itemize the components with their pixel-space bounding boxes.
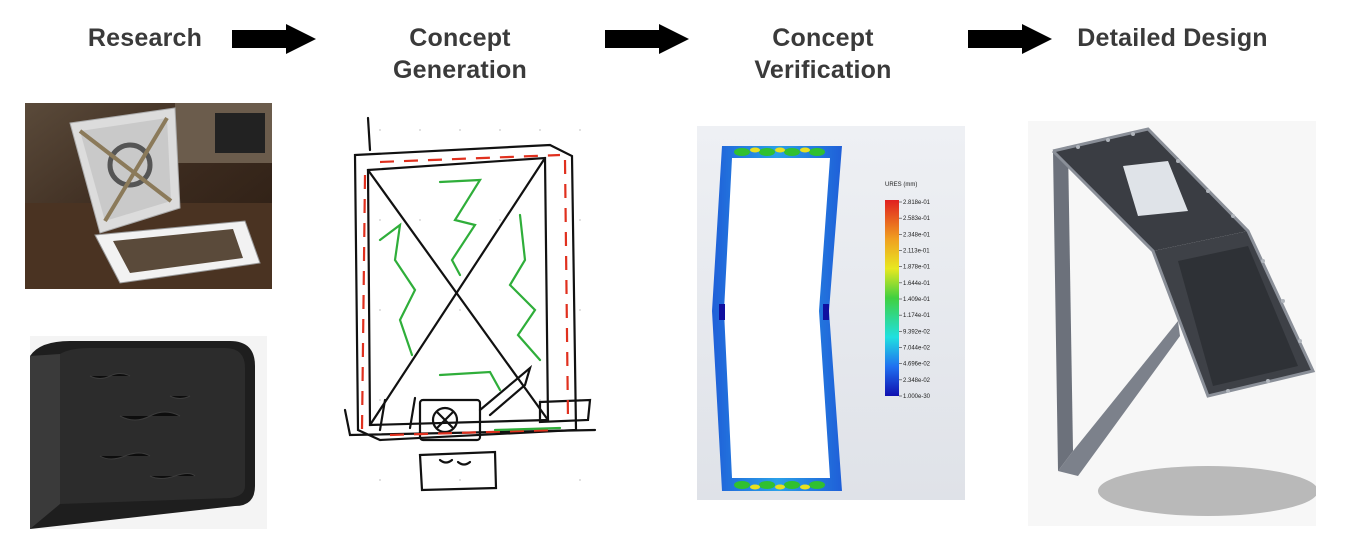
cad-model (1028, 121, 1316, 526)
fea-result: URES (mm) 2.818e-01 2.583e-01 2.348e-01 2.1… (697, 126, 965, 500)
fea-legend-label: 2.348e-02 (903, 378, 931, 384)
fea-legend-label: 1.878e-01 (903, 265, 931, 271)
research-photo-seal (30, 336, 267, 529)
step-title-concept-verification: Concept Verification (723, 22, 923, 86)
step-title-detailed-design: Detailed Design (1060, 22, 1285, 54)
fea-legend-label: 2.583e-01 (903, 216, 931, 222)
fea-legend-label: 1.409e-01 (903, 297, 931, 303)
step-title-line2: Generation (393, 56, 527, 84)
concept-sketch (340, 110, 610, 500)
fea-legend-label: 1.000e-30 (903, 394, 931, 400)
right-arrow-icon (232, 24, 316, 54)
fea-legend-label: 1.174e-01 (903, 313, 931, 319)
fea-legend-title: URES (mm) (885, 182, 917, 188)
right-arrow-icon (968, 24, 1052, 54)
step-title-research: Research (55, 22, 235, 54)
step-title-concept-generation: Concept Generation (360, 22, 560, 86)
right-arrow-icon (605, 24, 689, 54)
fea-legend-label: 1.644e-01 (903, 281, 931, 287)
fea-legend-label: 7.044e-02 (903, 346, 931, 352)
fea-legend-label: 2.113e-01 (903, 249, 930, 255)
step-title-line1: Concept (409, 24, 511, 52)
step-title-research-text: Research (87, 24, 203, 52)
fea-legend-label: 9.392e-02 (903, 329, 931, 335)
fea-legend-label: 4.696e-02 (903, 362, 931, 368)
step-title-line1: Concept (772, 24, 874, 52)
research-photo-hatch (25, 103, 272, 289)
fea-legend-label: 2.818e-01 (903, 200, 931, 206)
fea-legend-label: 2.348e-01 (903, 232, 931, 238)
step-title-line2: Verification (754, 56, 892, 84)
step-title-detailed-design-text: Detailed Design (1077, 24, 1268, 52)
